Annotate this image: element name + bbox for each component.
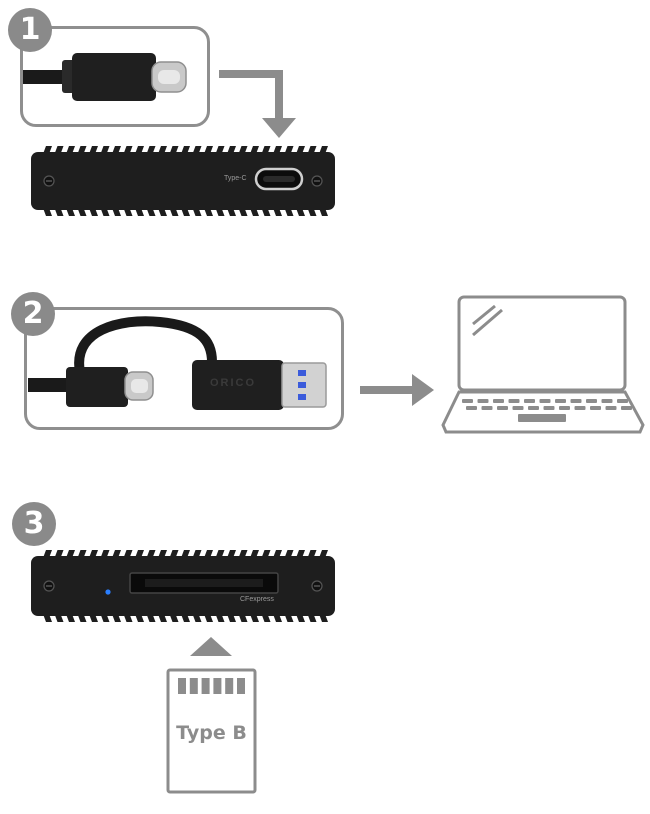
- cable-brand-mark: ORICO: [210, 377, 257, 389]
- step-1-badge: 1: [8, 8, 52, 52]
- arrow-up-icon: [190, 637, 232, 656]
- usb-c-cable-icon: [23, 53, 187, 101]
- status-led: [105, 589, 111, 595]
- step-2-badge: 2: [11, 292, 55, 336]
- arrow-right-icon: [360, 374, 434, 406]
- reader-body: [31, 550, 335, 622]
- type-c-port-label: Type-C: [224, 175, 247, 182]
- cfexpress-card-icon: [166, 668, 257, 794]
- reader-body: [31, 146, 335, 216]
- laptop-keyboard: [462, 399, 632, 422]
- step-3-badge: 3: [12, 502, 56, 546]
- arrow-down-icon: [219, 70, 296, 138]
- cfexpress-slot-label: CFexpress: [240, 596, 274, 603]
- laptop-icon: [441, 295, 645, 434]
- dual-usb-cable-icon: [28, 316, 327, 410]
- card-type-label: Type B: [176, 722, 247, 744]
